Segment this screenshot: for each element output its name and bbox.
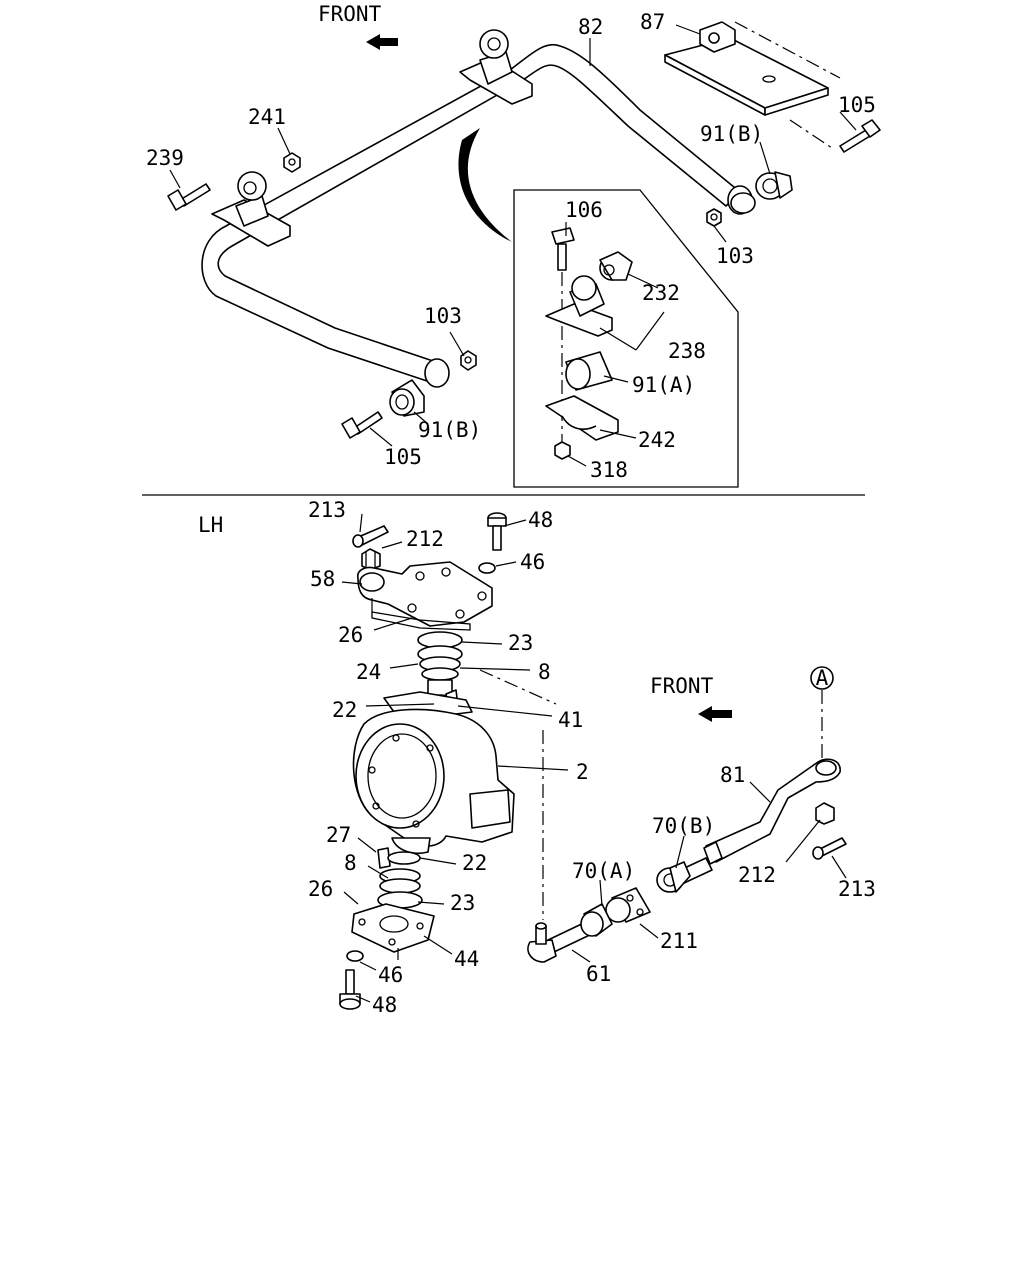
knuckle-arm-58 bbox=[356, 561, 493, 627]
label-82: 82 bbox=[578, 15, 603, 39]
nut-103-left bbox=[460, 350, 477, 371]
label-58: 58 bbox=[310, 567, 335, 591]
label-44: 44 bbox=[454, 947, 479, 971]
label-241: 241 bbox=[248, 105, 286, 129]
label-26-upper: 26 bbox=[338, 623, 363, 647]
label-238: 238 bbox=[668, 339, 706, 363]
nut-241 bbox=[283, 152, 301, 173]
clamp-211 bbox=[605, 887, 651, 923]
washer-46-lower bbox=[346, 950, 364, 962]
washer-46-upper bbox=[478, 562, 496, 574]
front-arrow-icon-lower bbox=[698, 706, 732, 722]
callout-a-label: A bbox=[816, 666, 829, 690]
castle-nut-212-right bbox=[815, 802, 835, 825]
knuckle-tierod-assembly: LH bbox=[198, 498, 876, 1017]
label-213-right: 213 bbox=[838, 877, 876, 901]
bolt-239 bbox=[167, 183, 211, 211]
nut-103-right bbox=[706, 208, 722, 227]
label-232: 232 bbox=[642, 281, 680, 305]
label-81: 81 bbox=[720, 763, 745, 787]
label-70b: 70(B) bbox=[652, 814, 715, 838]
label-23-upper: 23 bbox=[508, 631, 533, 655]
lower-bearing-stack bbox=[351, 847, 435, 960]
bushing-91b-left bbox=[389, 379, 425, 417]
label-8-upper: 8 bbox=[538, 660, 551, 684]
leaders-upper bbox=[169, 24, 857, 467]
bar-end-left bbox=[424, 358, 450, 388]
label-23-lower: 23 bbox=[450, 891, 475, 915]
label-212-upper: 212 bbox=[406, 527, 444, 551]
bolt-48-upper bbox=[487, 512, 507, 551]
bracket-87 bbox=[664, 21, 841, 151]
nut-70b bbox=[656, 861, 691, 893]
lh-label: LH bbox=[198, 513, 223, 537]
detail-frame bbox=[513, 189, 739, 488]
label-22-upper: 22 bbox=[332, 698, 357, 722]
steering-knuckle-2 bbox=[352, 691, 515, 854]
label-8-lower: 8 bbox=[344, 851, 357, 875]
gasket-26-upper bbox=[371, 611, 471, 631]
label-46-lower: 46 bbox=[378, 963, 403, 987]
label-2: 2 bbox=[576, 760, 589, 784]
label-103-left: 103 bbox=[424, 304, 462, 328]
castle-nut-212-upper bbox=[361, 548, 381, 571]
bolt-105-right bbox=[839, 119, 881, 153]
label-91b-left: 91(B) bbox=[418, 418, 481, 442]
detail-clamp-parts bbox=[545, 227, 633, 460]
label-106: 106 bbox=[565, 198, 603, 222]
label-48-upper: 48 bbox=[528, 508, 553, 532]
label-212-right: 212 bbox=[738, 863, 776, 887]
label-91b-right: 91(B) bbox=[700, 122, 763, 146]
tie-rod-arm-81 bbox=[703, 758, 841, 865]
label-87: 87 bbox=[640, 10, 665, 34]
label-105-right: 105 bbox=[838, 93, 876, 117]
clamp-left bbox=[211, 171, 291, 247]
label-70a: 70(A) bbox=[572, 859, 635, 883]
label-213-upper: 213 bbox=[308, 498, 346, 522]
label-24: 24 bbox=[356, 660, 381, 684]
label-48-lower: 48 bbox=[372, 993, 397, 1017]
label-105-left: 105 bbox=[384, 445, 422, 469]
front-label-top: FRONT bbox=[318, 2, 382, 26]
label-211: 211 bbox=[660, 929, 698, 953]
front-arrow-icon-top bbox=[366, 34, 398, 50]
leaders-lower bbox=[341, 513, 847, 1003]
label-46-upper: 46 bbox=[520, 550, 545, 574]
cotter-pin-213-upper bbox=[352, 525, 389, 548]
stabilizer-bar-82 bbox=[201, 43, 741, 383]
label-103-right: 103 bbox=[716, 244, 754, 268]
tie-rod-end-61 bbox=[527, 922, 557, 963]
bushing-91b-right bbox=[730, 171, 793, 214]
callout-a-circle bbox=[810, 666, 834, 690]
nut-70a bbox=[580, 903, 613, 937]
cotter-pin-213-right bbox=[812, 837, 847, 860]
label-41: 41 bbox=[558, 708, 583, 732]
stabilizer-bar-assembly: FRONT bbox=[146, 2, 881, 488]
label-22-lower: 22 bbox=[462, 851, 487, 875]
bolt-105-left bbox=[341, 411, 383, 439]
detail-pointer-arrow bbox=[458, 128, 512, 242]
label-26-lower: 26 bbox=[308, 877, 333, 901]
clamp-center bbox=[459, 29, 533, 105]
label-27: 27 bbox=[326, 823, 351, 847]
label-318: 318 bbox=[590, 458, 628, 482]
label-239: 239 bbox=[146, 146, 184, 170]
front-label-lower: FRONT bbox=[650, 674, 714, 698]
label-91a: 91(A) bbox=[632, 373, 695, 397]
label-242: 242 bbox=[638, 428, 676, 452]
label-61: 61 bbox=[586, 962, 611, 986]
bolt-48-lower bbox=[339, 969, 361, 1010]
